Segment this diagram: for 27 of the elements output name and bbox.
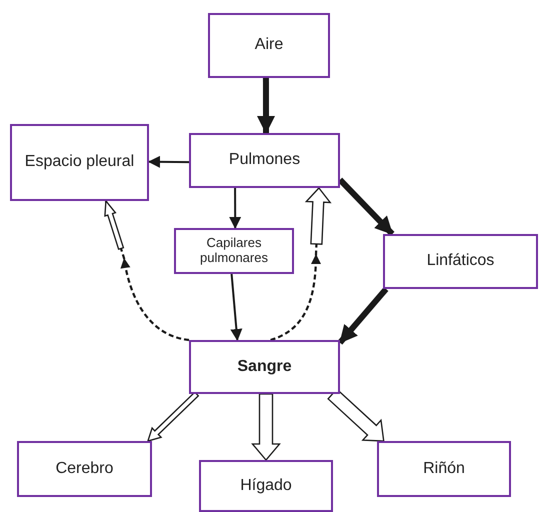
- arrow: [104, 199, 190, 342]
- arrow: [148, 156, 190, 168]
- process-box: [174, 228, 294, 274]
- process-box: [17, 441, 152, 497]
- box-label: Capilares pulmonares: [199, 236, 269, 266]
- process-box: [383, 234, 538, 289]
- box-label: Hígado: [240, 476, 292, 496]
- box-label: Sangre: [237, 358, 292, 376]
- arrow: [338, 287, 388, 345]
- process-box: [189, 133, 340, 188]
- box-label: Riñón: [423, 460, 465, 478]
- process-box: [377, 441, 511, 497]
- box-label: Espacio pleural: [24, 153, 134, 172]
- box-label: Linfáticos: [426, 252, 494, 271]
- box-label: Aire: [254, 36, 284, 55]
- arrow: [230, 274, 242, 341]
- arrow: [251, 393, 281, 461]
- arrow: [229, 188, 242, 229]
- box-label: Cerebro: [56, 460, 114, 478]
- arrow: [146, 391, 200, 442]
- process-box: [10, 124, 149, 201]
- arrow: [270, 187, 332, 342]
- arrow: [257, 78, 275, 134]
- box-label: Pulmones: [228, 151, 300, 170]
- process-box: [208, 13, 330, 78]
- process-box: [199, 460, 333, 512]
- process-box: [189, 340, 340, 394]
